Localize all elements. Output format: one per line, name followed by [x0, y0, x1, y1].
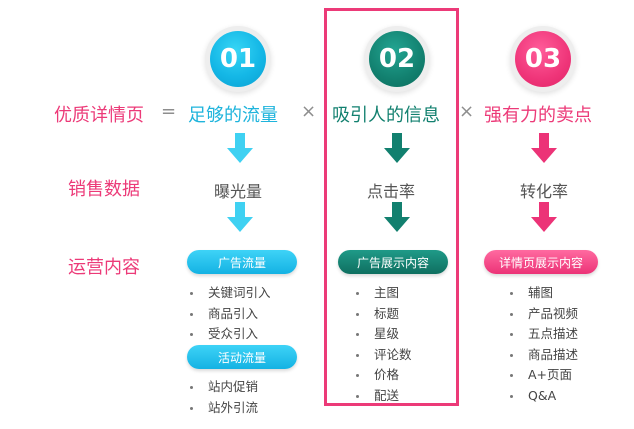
ad-traffic-list: 关键词引入 商品引入 受众引入	[188, 283, 271, 345]
list-item: 五点描述	[508, 324, 578, 345]
step-number: 03	[515, 31, 571, 87]
tag-detail-display: 详情页展示内容	[484, 250, 598, 274]
list-item: 星级	[354, 324, 412, 345]
list-item: Q&A	[508, 386, 578, 407]
step-circle-03: 03	[510, 26, 576, 92]
step-number: 02	[369, 31, 425, 87]
highlight-frame	[324, 8, 459, 406]
list-item: 主图	[354, 283, 412, 304]
arrow-down-icon	[227, 133, 253, 163]
row-label-operations: 运营内容	[68, 257, 140, 278]
list-item: 产品视频	[508, 304, 578, 325]
list-item: 商品描述	[508, 345, 578, 366]
step-circle-01: 01	[205, 26, 271, 92]
list-item: 站内促销	[188, 377, 258, 398]
event-traffic-list: 站内促销 站外引流	[188, 377, 258, 418]
equals-sign: =	[161, 101, 177, 122]
list-item: 配送	[354, 386, 412, 407]
metric-ctr: 点击率	[367, 182, 416, 201]
metric-impressions: 曝光量	[214, 182, 263, 201]
step-circle-02: 02	[364, 26, 430, 92]
tag-event-traffic: 活动流量	[187, 345, 297, 369]
tag-ad-display: 广告展示内容	[338, 250, 448, 274]
list-item: 商品引入	[188, 304, 271, 325]
list-item: 价格	[354, 365, 412, 386]
factor-selling-point: 强有力的卖点	[484, 105, 592, 126]
list-item: 标题	[354, 304, 412, 325]
list-item: 辅图	[508, 283, 578, 304]
arrow-down-icon	[227, 202, 253, 232]
detail-display-list: 辅图 产品视频 五点描述 商品描述 A+页面 Q&A	[508, 283, 578, 406]
tag-ad-traffic: 广告流量	[187, 250, 297, 274]
list-item: 受众引入	[188, 324, 271, 345]
step-number: 01	[210, 31, 266, 87]
list-item: 关键词引入	[188, 283, 271, 304]
row-label-detail-page: 优质详情页	[54, 105, 144, 126]
arrow-down-icon	[384, 133, 410, 163]
times-sign: ×	[459, 101, 475, 122]
factor-traffic: 足够的流量	[188, 105, 278, 126]
arrow-down-icon	[531, 202, 557, 232]
list-item: 评论数	[354, 345, 412, 366]
list-item: 站外引流	[188, 398, 258, 419]
list-item: A+页面	[508, 365, 578, 386]
arrow-down-icon	[384, 202, 410, 232]
arrow-down-icon	[531, 133, 557, 163]
factor-attractive-info: 吸引人的信息	[332, 105, 440, 126]
ad-display-list: 主图 标题 星级 评论数 价格 配送	[354, 283, 412, 406]
row-label-sales-data: 销售数据	[68, 179, 140, 200]
metric-conversion: 转化率	[520, 182, 569, 201]
times-sign: ×	[301, 101, 317, 122]
